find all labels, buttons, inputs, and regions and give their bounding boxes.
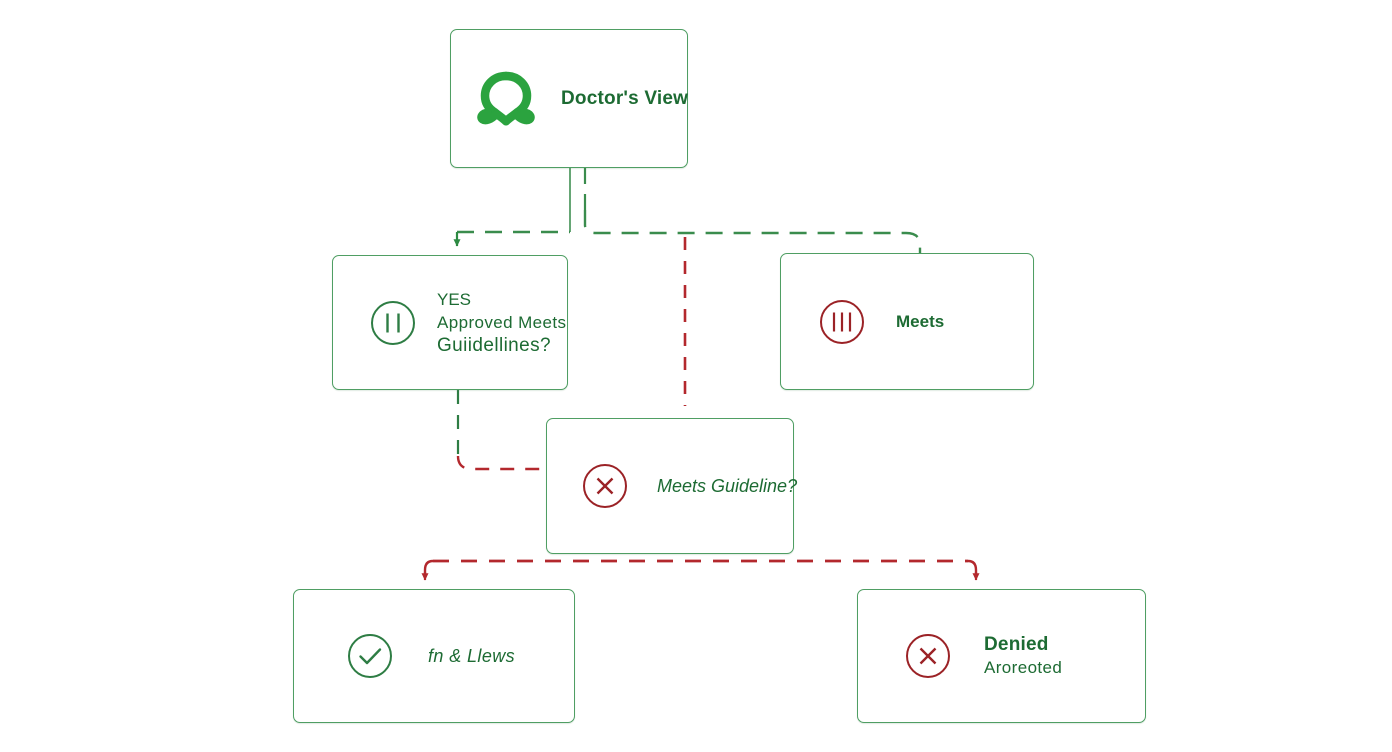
node-doctors-view-line-0: Doctor's View: [561, 88, 689, 109]
bars-circle-icon: [816, 296, 868, 348]
node-denied[interactable]: Denied Aroreoted: [857, 589, 1146, 723]
edge-split-bar: [457, 210, 922, 253]
omega-ribbon-logo-icon: [473, 66, 539, 132]
node-meets-guideline-text: Meets Guideline?: [657, 476, 797, 497]
node-meets-line-0: Meets: [896, 312, 945, 331]
edge-yes-to-meets-guideline: [456, 390, 546, 471]
pause-circle-icon: [367, 297, 419, 349]
node-denied-line-0: Denied: [984, 634, 1049, 655]
node-denied-line-1: Aroreoted: [984, 658, 1063, 677]
node-yes-approved-text: YES Approved Meets Guiidellines?: [437, 289, 566, 356]
x-circle-icon: [902, 630, 954, 682]
node-yes-approved-line-0: YES: [437, 290, 472, 309]
x-circle-icon: [579, 460, 631, 512]
edge-doctors-view-trunk: [569, 168, 587, 232]
node-yes-approved-line-1: Approved Meets: [437, 313, 567, 332]
node-approved-output[interactable]: fn & Llews: [293, 589, 575, 723]
check-circle-icon: [344, 630, 396, 682]
node-meets[interactable]: Meets: [780, 253, 1034, 390]
node-doctors-view[interactable]: Doctor's View: [450, 29, 688, 168]
node-approved-output-line-0: fn & Llews: [428, 645, 516, 666]
node-doctors-view-text: Doctor's View: [561, 88, 688, 109]
node-yes-approved[interactable]: YES Approved Meets Guiidellines?: [332, 255, 568, 390]
node-meets-text: Meets: [896, 311, 944, 332]
node-approved-output-text: fn & Llews: [428, 646, 515, 667]
edge-meets-guideline-outputs: [421, 559, 980, 581]
node-denied-text: Denied Aroreoted: [984, 634, 1062, 678]
node-meets-guideline[interactable]: Meets Guideline?: [546, 418, 797, 554]
node-yes-approved-line-2: Guiidellines?: [437, 335, 551, 356]
node-meets-guideline-line-0: Meets Guideline?: [657, 475, 798, 496]
